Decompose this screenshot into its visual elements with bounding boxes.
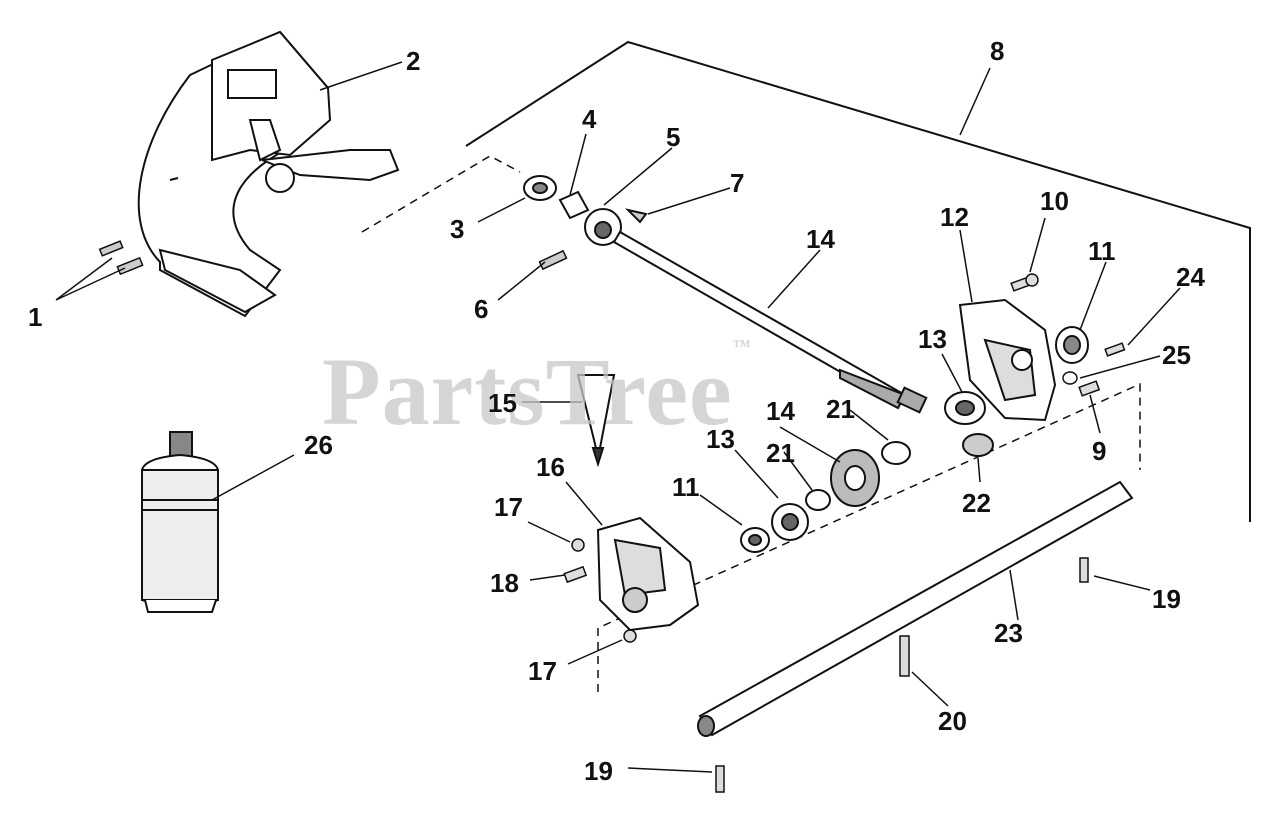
leader-lines xyxy=(55,61,1181,773)
callout-17-top: 17 xyxy=(494,492,523,522)
callout-5: 5 xyxy=(666,122,681,152)
pin-6 xyxy=(538,249,568,271)
callout-15: 15 xyxy=(488,388,517,418)
callout-18: 18 xyxy=(490,568,519,598)
dashed-guide-chute xyxy=(361,155,521,233)
gear-housing-left xyxy=(596,516,700,632)
callout-20: 20 xyxy=(938,706,967,736)
callout-19-bottom: 19 xyxy=(584,756,613,786)
bearing-11-right xyxy=(1055,326,1089,364)
callout-14-gear: 14 xyxy=(766,396,795,426)
bearing-11-left xyxy=(740,527,770,553)
bearings-3-4-5 xyxy=(523,175,648,246)
callout-21-top: 21 xyxy=(826,394,855,424)
callout-11-right: 11 xyxy=(1088,236,1116,266)
bushing-13-right xyxy=(944,391,986,425)
dashed-guide-housing xyxy=(597,382,1141,692)
callout-25: 25 xyxy=(1162,340,1191,370)
bushing-22 xyxy=(962,433,994,457)
callout-24: 24 xyxy=(1176,262,1205,292)
fasteners-17-18 xyxy=(563,538,637,643)
callout-26: 26 xyxy=(304,430,333,460)
assembly-bracket-line xyxy=(465,40,1251,522)
watermark: PartsTree™ xyxy=(322,336,752,447)
callout-13-left: 13 xyxy=(706,424,735,454)
callout-2: 2 xyxy=(406,46,421,76)
callout-4: 4 xyxy=(582,104,597,134)
callout-1: 1 xyxy=(28,302,43,332)
callout-22: 22 xyxy=(962,488,991,518)
bolt-10 xyxy=(1010,273,1039,292)
worm-shaft xyxy=(612,230,928,414)
bushing-13-left xyxy=(771,503,809,541)
watermark-trademark: ™ xyxy=(732,336,752,356)
callout-16: 16 xyxy=(536,452,565,482)
callout-6: 6 xyxy=(474,294,489,324)
callout-7: 7 xyxy=(730,168,745,198)
callout-23: 23 xyxy=(994,618,1023,648)
sealant-tube xyxy=(576,374,616,468)
callout-10: 10 xyxy=(1040,186,1069,216)
pins-19-20 xyxy=(715,557,1089,793)
lubricant-bottle xyxy=(141,431,219,613)
callout-11-left: 11 xyxy=(672,472,700,502)
discharge-chute xyxy=(137,30,400,318)
callout-13-right: 13 xyxy=(918,324,947,354)
washers-21 xyxy=(805,441,911,511)
callout-19-right: 19 xyxy=(1152,584,1181,614)
callout-21-bottom: 21 xyxy=(766,438,795,468)
callout-12: 12 xyxy=(940,202,969,232)
callout-3: 3 xyxy=(450,214,465,244)
callout-9: 9 xyxy=(1092,436,1107,466)
callout-8: 8 xyxy=(990,36,1005,66)
callout-17-bottom: 17 xyxy=(528,656,557,686)
watermark-text: PartsTree xyxy=(322,338,733,445)
callout-14-shaft: 14 xyxy=(806,224,835,254)
axle-23 xyxy=(697,480,1134,737)
worm-gear-14 xyxy=(830,449,880,507)
gear-housing-right xyxy=(958,298,1057,422)
fasteners-24-25-9 xyxy=(1062,342,1126,397)
